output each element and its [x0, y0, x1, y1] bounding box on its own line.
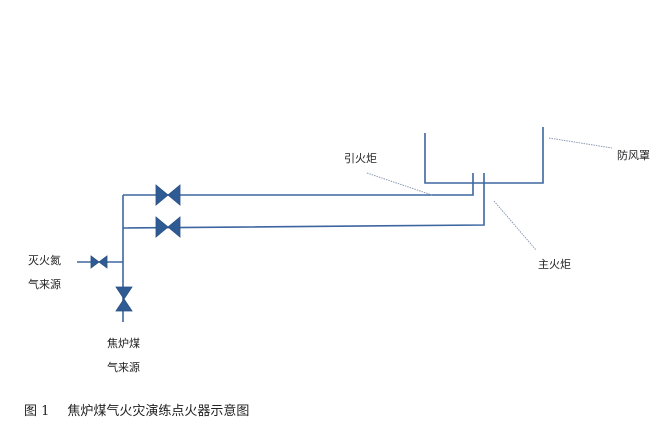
- coke-gas-source-label-2: 气来源: [107, 361, 140, 374]
- nitrogen-valve-icon[interactable]: [90, 255, 108, 269]
- main-torch-pipe: [122, 173, 485, 229]
- figure-title: 焦炉煤气火灾演练点火器示意图: [67, 404, 250, 419]
- figure-caption: 图 1 焦炉煤气火灾演练点火器示意图: [24, 400, 267, 419]
- pilot-valve-icon[interactable]: [155, 184, 181, 206]
- main-torch-leader: [493, 200, 537, 251]
- nitrogen-source-label-1: 灭火氮: [28, 254, 61, 267]
- main-valve-icon[interactable]: [155, 216, 181, 238]
- main-torch-label: 主火炬: [538, 258, 571, 271]
- pilot-torch-leader: [366, 172, 433, 196]
- pilot-torch-label: 引火炬: [344, 152, 377, 165]
- coke-gas-valve-icon[interactable]: [115, 286, 133, 312]
- windshield-label: 防风罩: [617, 149, 650, 162]
- nitrogen-source-label-2: 气来源: [28, 278, 61, 291]
- coke-gas-source-label-1: 焦炉煤: [107, 337, 140, 350]
- pilot-torch-pipe: [123, 173, 474, 196]
- figure-number: 图 1: [24, 404, 50, 419]
- windshield-leader: [548, 137, 613, 149]
